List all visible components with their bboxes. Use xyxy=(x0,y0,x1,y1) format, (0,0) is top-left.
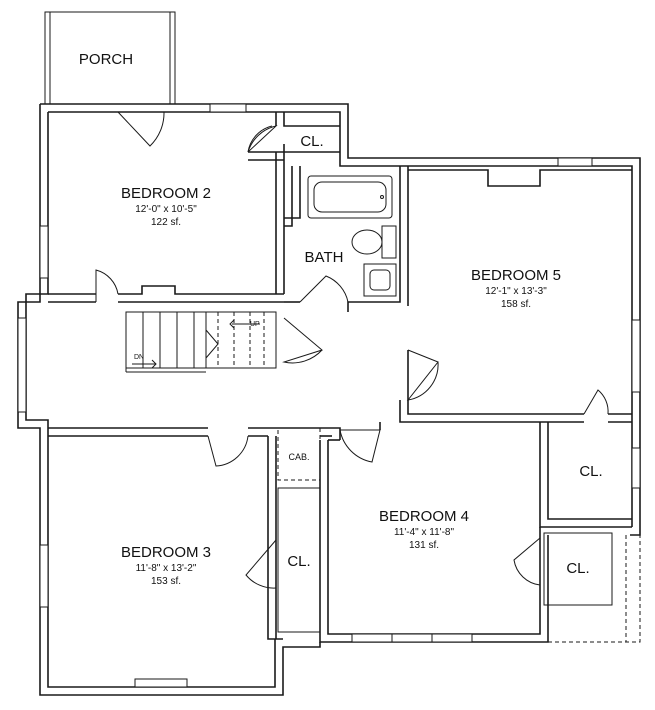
bedroom-2-dims: 12'-0" x 10'-5" xyxy=(135,204,197,215)
bath-label: BATH xyxy=(305,249,344,266)
bedroom-2-name: BEDROOM 2 xyxy=(121,185,211,202)
bedroom-2-walls xyxy=(48,112,340,303)
bedroom-4-name: BEDROOM 4 xyxy=(379,508,469,525)
bedroom-4-closet-label: CL. xyxy=(566,560,589,577)
stairs-down-label: DN xyxy=(134,354,144,361)
bath-fixtures xyxy=(307,175,397,297)
cabinet-label: CAB. xyxy=(288,452,309,462)
bedroom-5-name: BEDROOM 5 xyxy=(471,267,561,284)
porch-label: PORCH xyxy=(79,51,133,68)
exterior-walls xyxy=(17,103,641,696)
bedroom-2-closet-label: CL. xyxy=(300,133,323,150)
bedroom-5-area: 158 sf. xyxy=(501,299,531,310)
bedroom-3-area: 153 sf. xyxy=(151,576,181,587)
bedroom-5-walls xyxy=(399,169,632,423)
stairs-up-label: UP xyxy=(250,321,260,328)
bedroom-5-closet-label: CL. xyxy=(579,463,602,480)
windows xyxy=(17,103,641,688)
doors xyxy=(95,111,609,589)
bedroom-5-dims: 12'-1" x 13'-3" xyxy=(485,286,547,297)
bedroom-4-dims: 11'-4" x 11'-8" xyxy=(394,527,454,538)
closets xyxy=(277,427,641,643)
hall-walls xyxy=(48,422,632,643)
bedroom-3-dims: 11'-8" x 13'-2" xyxy=(136,563,197,574)
room-labels: PORCH BEDROOM 2 12'-0" x 10'-5" 122 sf. … xyxy=(79,51,603,587)
bedroom-4-area: 131 sf. xyxy=(409,540,439,551)
staircase xyxy=(125,311,277,373)
bedroom-3-name: BEDROOM 3 xyxy=(121,544,211,561)
bath-walls xyxy=(284,166,409,312)
bedroom-3-closet-label: CL. xyxy=(287,553,310,570)
bedroom-2-area: 122 sf. xyxy=(151,217,181,228)
